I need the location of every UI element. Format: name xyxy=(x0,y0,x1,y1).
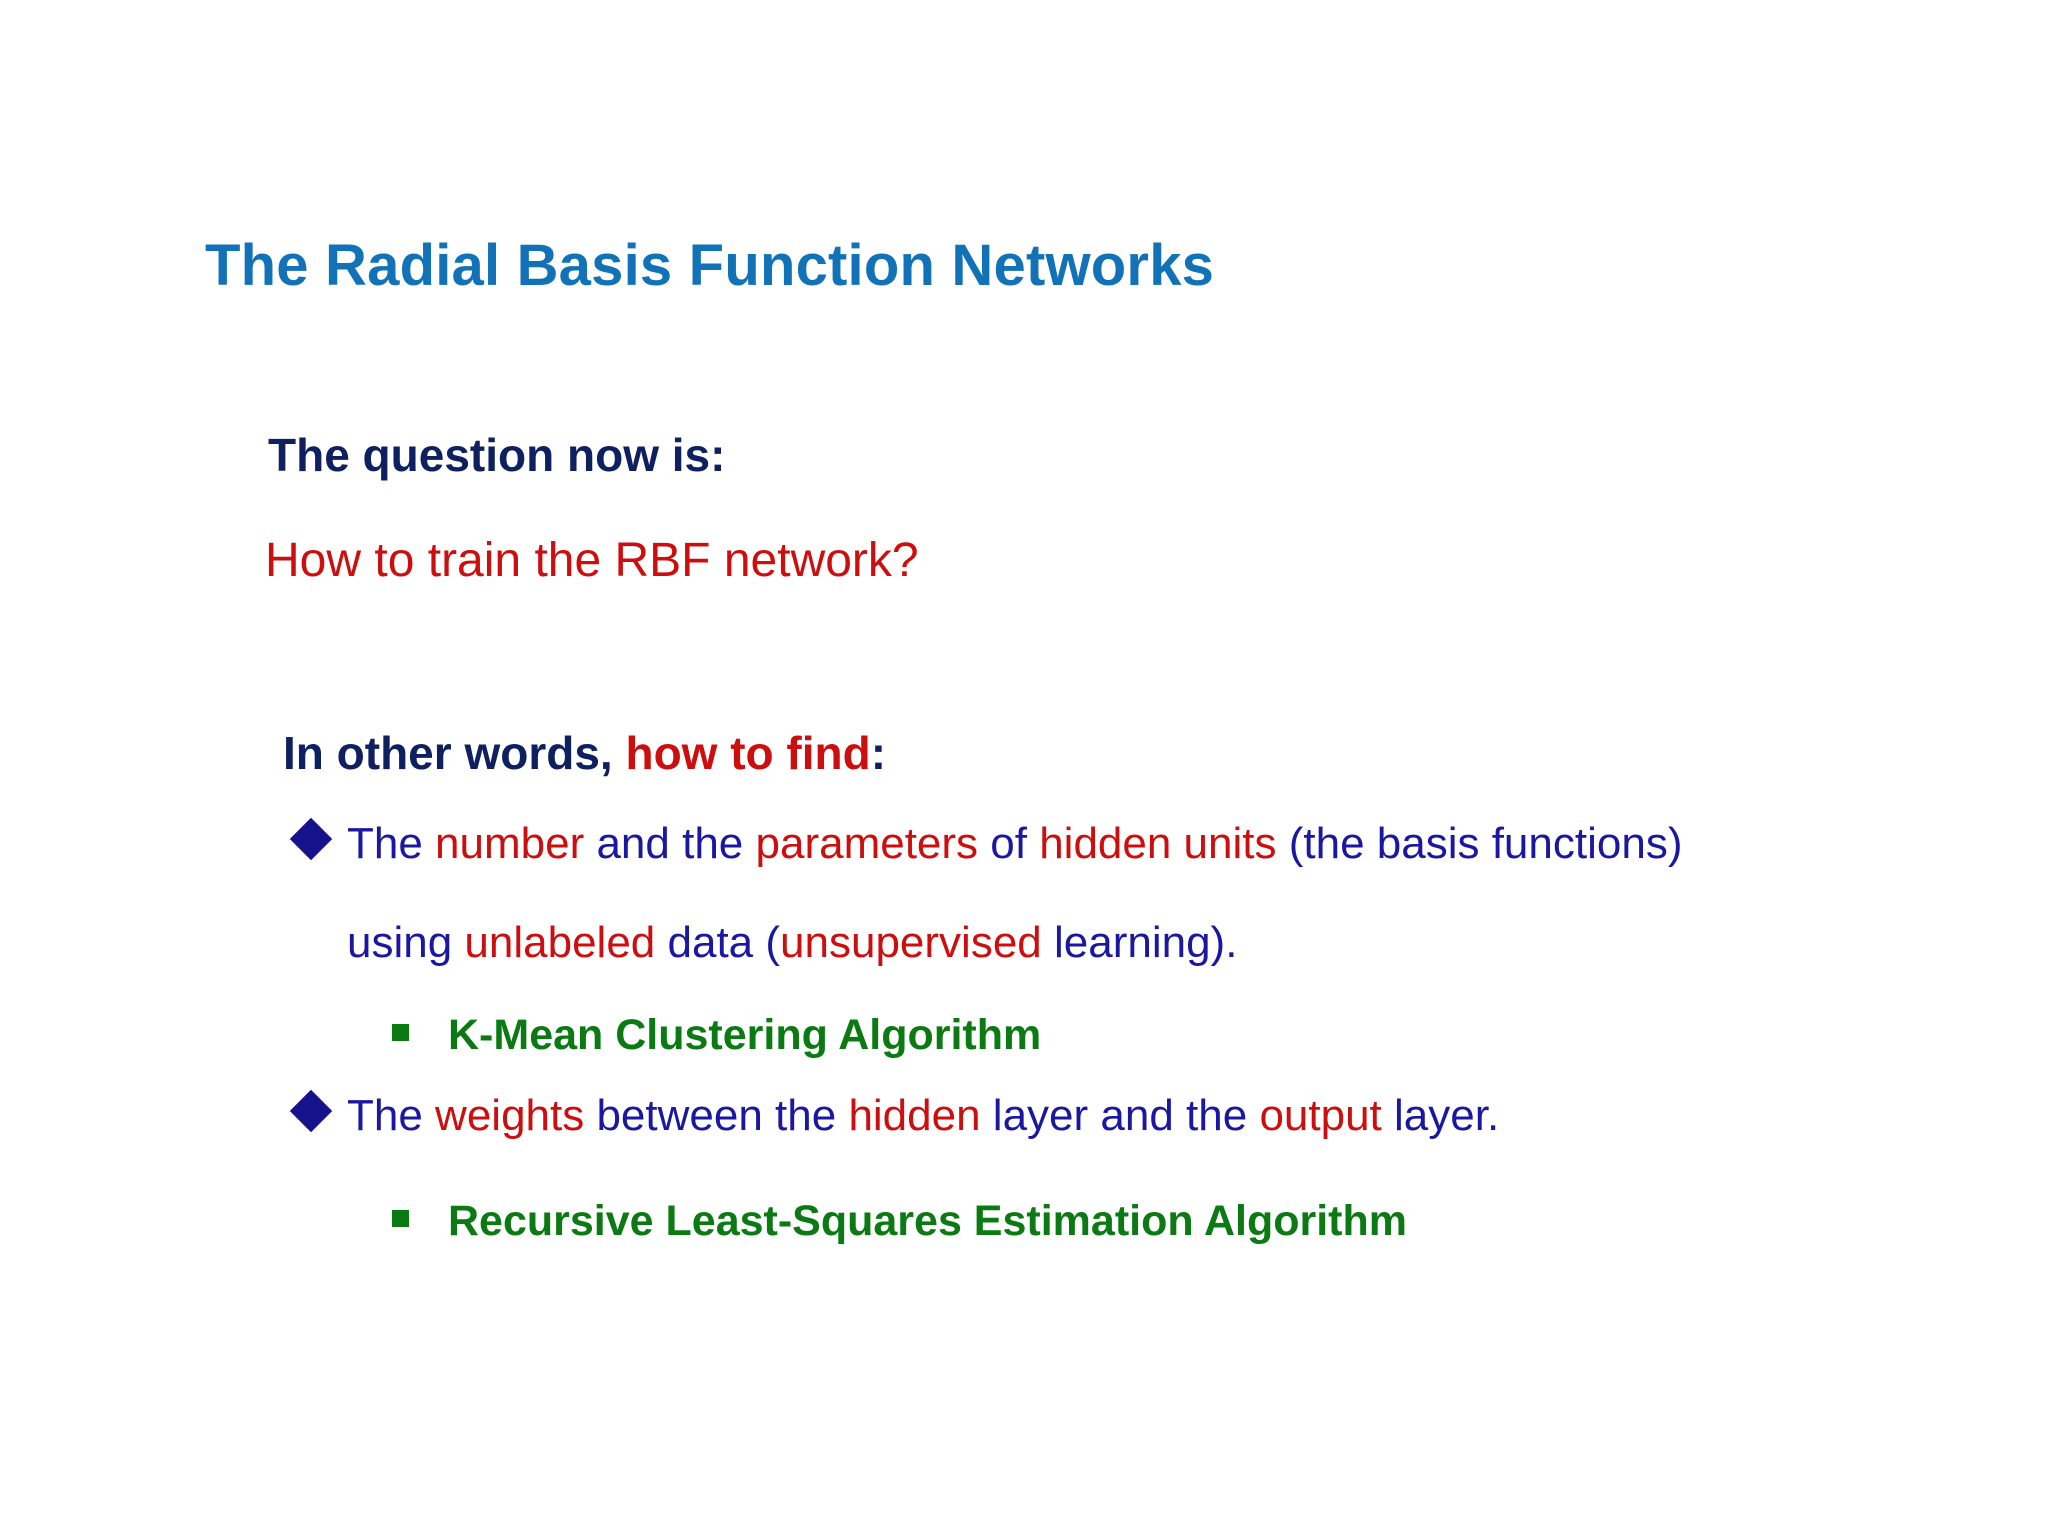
seg: unsupervised xyxy=(780,918,1042,967)
in-other-words-navy-part: In other words, xyxy=(283,727,613,779)
seg: learning). xyxy=(1041,918,1238,967)
seg: unlabeled xyxy=(464,918,656,967)
page-title: The Radial Basis Function Networks xyxy=(205,233,1215,298)
bullet-item-1: The number and the parameters of hidden … xyxy=(289,817,1682,866)
seg: (the basis functions) xyxy=(1276,819,1683,868)
bullet-item-2: The weights between the hidden layer and… xyxy=(289,1089,1499,1138)
seg: between the xyxy=(584,1091,849,1140)
seg: layer and the xyxy=(980,1091,1260,1140)
seg: weights xyxy=(435,1091,585,1140)
in-other-words-colon: : xyxy=(870,727,887,779)
seg: layer. xyxy=(1381,1091,1500,1140)
sub-bullet-2-label: Recursive Least-Squares Estimation Algor… xyxy=(448,1197,1407,1245)
seg: The xyxy=(347,819,436,868)
in-other-words-red-part: how to find xyxy=(612,727,871,779)
sub-bullet-item-1: K-Mean Clustering Algorithm xyxy=(392,1014,1041,1057)
square-bullet-icon xyxy=(392,1210,409,1227)
seg: using xyxy=(347,918,465,967)
lead-question-text: The question now is: xyxy=(268,429,726,481)
sub-bullet-1-label: K-Mean Clustering Algorithm xyxy=(448,1011,1042,1059)
diamond-bullet-icon xyxy=(289,817,333,861)
bullet-1-line-2: using unlabeled data (unsupervised learn… xyxy=(347,918,1237,968)
seg: data ( xyxy=(655,918,781,967)
seg: parameters xyxy=(755,819,979,868)
seg: number xyxy=(435,819,585,868)
bullet-1-line-1: The number and the parameters of hidden … xyxy=(347,822,1682,866)
diamond-bullet-icon xyxy=(289,1089,333,1133)
seg: The xyxy=(347,1091,436,1140)
seg: of xyxy=(978,819,1040,868)
bullet-2-line-1: The weights between the hidden layer and… xyxy=(347,1094,1499,1138)
seg: hidden xyxy=(848,1091,981,1140)
in-other-words-line: In other words, how to find: xyxy=(283,730,886,776)
red-question-text: How to train the RBF network? xyxy=(265,534,919,587)
square-bullet-icon xyxy=(392,1024,409,1041)
sub-bullet-item-2: Recursive Least-Squares Estimation Algor… xyxy=(392,1200,1407,1243)
seg: and the xyxy=(584,819,756,868)
seg: output xyxy=(1259,1091,1382,1140)
seg: hidden units xyxy=(1039,819,1277,868)
